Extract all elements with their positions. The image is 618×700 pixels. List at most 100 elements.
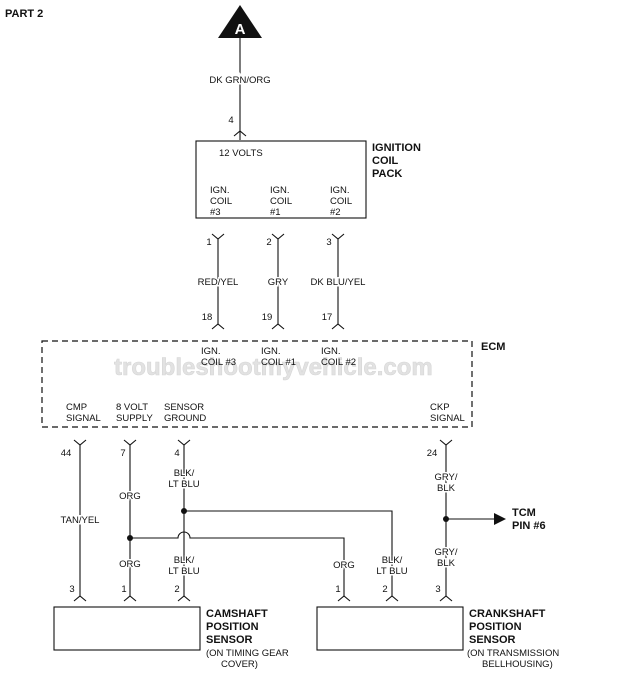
ecm-cmp-line2: SIGNAL [66, 413, 101, 424]
cam-title-3: SENSOR [206, 634, 253, 646]
coil-3-label: IGN. COIL #3 [210, 185, 232, 218]
wire-label-ground-top: BLK/ LT BLU [167, 467, 201, 492]
connector-symbol [439, 595, 453, 602]
pin-ecm-24: 24 [427, 448, 438, 459]
crank-title-1: CRANKSHAFT [469, 608, 546, 620]
ecm-signal-supply: 8 VOLT SUPPLY [116, 402, 153, 424]
cam-title-1: CAMSHAFT [206, 608, 268, 620]
crankshaft-sensor-note: (ON TRANSMISSION BELLHOUSING) [467, 648, 559, 670]
coil-1-line1: IGN. [270, 185, 290, 196]
wire-label-org-supply-bottom: ORG [119, 559, 141, 570]
connector-symbol [123, 595, 137, 602]
coil-3-line2: COIL [210, 196, 232, 207]
connector-a-triangle [218, 5, 262, 38]
pin-cam-2: 2 [174, 584, 179, 595]
coil-2-line3: #2 [330, 207, 341, 218]
ecm-ground-line2: GROUND [164, 413, 206, 424]
watermark: troubleshootmyvehicle.com [114, 354, 433, 381]
connector-symbol [271, 233, 285, 240]
coil-2-line1: IGN. [330, 185, 350, 196]
pin-crank-3: 3 [435, 584, 440, 595]
connector-symbol [211, 323, 225, 330]
wire-label-gry: GRY [268, 277, 289, 288]
ecm-title: ECM [481, 341, 505, 353]
ecm-coil-1-label: IGN. COIL #1 [261, 346, 296, 368]
wire-label-ground-cam: BLK/ LT BLU [167, 554, 201, 579]
ecm-signal-cmp: CMP SIGNAL [66, 402, 101, 424]
crank-title-2: POSITION [469, 621, 522, 633]
coil-pack-title-2: COIL [372, 155, 399, 167]
coil-pack-title-1: IGNITION [372, 142, 421, 154]
ground-crank-line2: LT BLU [376, 566, 407, 577]
ecm-coil-1-line1: IGN. [261, 346, 281, 357]
connector-symbol [271, 323, 285, 330]
crankshaft-sensor-title: CRANKSHAFT POSITION SENSOR [469, 608, 546, 646]
wire-label-ground-crank: BLK/ LT BLU [375, 554, 409, 579]
coil-pack-title-3: PACK [372, 168, 402, 180]
coil-1-label: IGN. COIL #1 [270, 185, 292, 218]
coil-1-line2: COIL [270, 196, 292, 207]
ecm-box [41, 340, 473, 428]
coil-wire-1: 1 RED/YEL 18 [196, 233, 240, 330]
wire-blk-lt-blu-crank [184, 510, 393, 596]
page-label: PART 2 [5, 8, 43, 20]
coil-3-line3: #3 [210, 207, 221, 218]
ecm-coil-3-line2: COIL #3 [201, 357, 236, 368]
cam-note-1: (ON TIMING GEAR [206, 648, 289, 659]
connector-symbol [233, 130, 247, 137]
ecm-supply-line1: 8 VOLT [116, 402, 148, 413]
tcm-line2: PIN #6 [512, 520, 546, 532]
coil-2-line2: COIL [330, 196, 352, 207]
coil-wire-3: 3 DK BLU/YEL 17 [309, 233, 367, 330]
coil-pack-title: IGNITION COIL PACK [372, 142, 421, 180]
wire-label-dk-blu-yel: DK BLU/YEL [311, 277, 366, 288]
wire-label-ckp-bottom: GRY/ BLK [433, 546, 459, 571]
ckp-top-line1: GRY/ [434, 472, 457, 483]
wire-label-ckp-top: GRY/ BLK [433, 471, 459, 496]
coil-pack-voltage: 12 VOLTS [219, 148, 263, 159]
pin-ecm-7: 7 [120, 448, 125, 459]
camshaft-sensor-note: (ON TIMING GEAR COVER) [206, 648, 289, 670]
pin-cam-3: 3 [69, 584, 74, 595]
cam-note-2: COVER) [221, 659, 258, 670]
ecm-coil-2-label: IGN. COIL #2 [321, 346, 356, 368]
ground-crank-line1: BLK/ [382, 555, 403, 566]
tcm-line1: TCM [512, 507, 536, 519]
ecm-ground-line1: SENSOR [164, 402, 204, 413]
connector-symbol [337, 595, 351, 602]
camshaft-sensor-box [53, 606, 201, 651]
tcm-label: TCM PIN #6 [512, 507, 546, 532]
ecm-signal-ckp: CKP SIGNAL [430, 402, 465, 424]
pin-coil-1: 1 [206, 237, 211, 248]
ckp-bottom-line1: GRY/ [434, 547, 457, 558]
ecm-coil-2-line1: IGN. [321, 346, 341, 357]
wire-label-tan-yel: TAN/YEL [61, 515, 100, 526]
ecm-coil-1-line2: COIL #1 [261, 357, 296, 368]
connector-symbol [73, 595, 87, 602]
ecm-ckp-line2: SIGNAL [430, 413, 465, 424]
ecm-ckp-line1: CKP [430, 402, 450, 413]
pin-ecm-17: 17 [322, 312, 333, 323]
ecm-signal-ground: SENSOR GROUND [164, 402, 206, 424]
ground-top-line1: BLK/ [174, 468, 195, 479]
crank-note-2: BELLHOUSING) [482, 659, 553, 670]
ecm-coil-3-line1: IGN. [201, 346, 221, 357]
pin-ecm-18: 18 [202, 312, 213, 323]
connector-a-letter: A [235, 21, 246, 38]
connector-symbol [385, 595, 399, 602]
ecm-coil-2-line2: COIL #2 [321, 357, 356, 368]
pin-ecm-4: 4 [174, 448, 179, 459]
coil-2-label: IGN. COIL #2 [330, 185, 352, 218]
pin-coilpack-4: 4 [228, 115, 233, 126]
connector-symbol [331, 233, 345, 240]
cam-title-2: POSITION [206, 621, 259, 633]
ckp-bottom-line2: BLK [437, 558, 456, 569]
ecm-coil-3-label: IGN. COIL #3 [201, 346, 236, 368]
connector-symbol [439, 439, 453, 446]
tcm-arrow-icon [494, 513, 506, 525]
connector-symbol [177, 439, 191, 446]
pin-coil-3: 3 [326, 237, 331, 248]
camshaft-sensor-title: CAMSHAFT POSITION SENSOR [206, 608, 268, 646]
ckp-top-line2: BLK [437, 483, 456, 494]
